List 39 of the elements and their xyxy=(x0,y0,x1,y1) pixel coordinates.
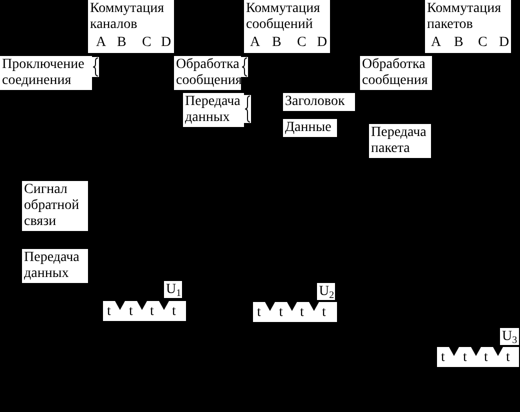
station-letter: C xyxy=(297,35,306,51)
station-letter: C xyxy=(142,35,152,51)
time-label: t xyxy=(322,305,326,321)
time-label: t xyxy=(484,350,488,366)
time-label: t xyxy=(172,304,176,320)
phase-label: Данные xyxy=(283,119,337,137)
time-label: t xyxy=(463,350,467,366)
column-heading: Коммутация пакетов xyxy=(427,1,502,33)
phase-label: Заголовок xyxy=(283,93,355,111)
time-label: t xyxy=(129,304,133,320)
time-label: t xyxy=(279,305,283,321)
station-letter: D xyxy=(317,35,328,51)
time-label: t xyxy=(150,304,154,320)
time-label: t xyxy=(300,305,304,321)
station-letter: B xyxy=(117,35,126,51)
station-letter: D xyxy=(161,35,172,51)
time-label: t xyxy=(441,350,445,366)
time-label: t xyxy=(257,305,261,321)
phase-label: Передача пакета xyxy=(369,124,431,158)
signal-label: U$_{2}$ xyxy=(317,283,335,300)
station-letter: C xyxy=(478,35,488,51)
station-letter: A xyxy=(431,35,442,51)
signal-label: U$_{3}$ xyxy=(500,328,519,345)
station-letter: D xyxy=(499,35,510,51)
phase-label: Проключение соединения xyxy=(0,56,92,90)
column-heading: Коммутация каналов xyxy=(90,1,166,33)
time-label: t xyxy=(506,350,510,366)
phase-label: Передача данных xyxy=(22,249,88,283)
station-letter: B xyxy=(454,35,464,51)
station-letter: A xyxy=(96,35,106,51)
column-heading: Коммутация сообщений xyxy=(246,1,322,33)
time-label: t xyxy=(107,304,111,320)
station-letter: A xyxy=(250,35,260,51)
signal-label: U$_{1}$ xyxy=(164,281,182,298)
phase-label: Сигнал обратной связи xyxy=(22,181,88,231)
phase-label: Обработка сообщения xyxy=(174,56,241,90)
phase-label: Передача данных xyxy=(183,93,244,127)
station-letter: B xyxy=(272,35,282,51)
phase-label: Обработка сообщения xyxy=(360,56,432,90)
